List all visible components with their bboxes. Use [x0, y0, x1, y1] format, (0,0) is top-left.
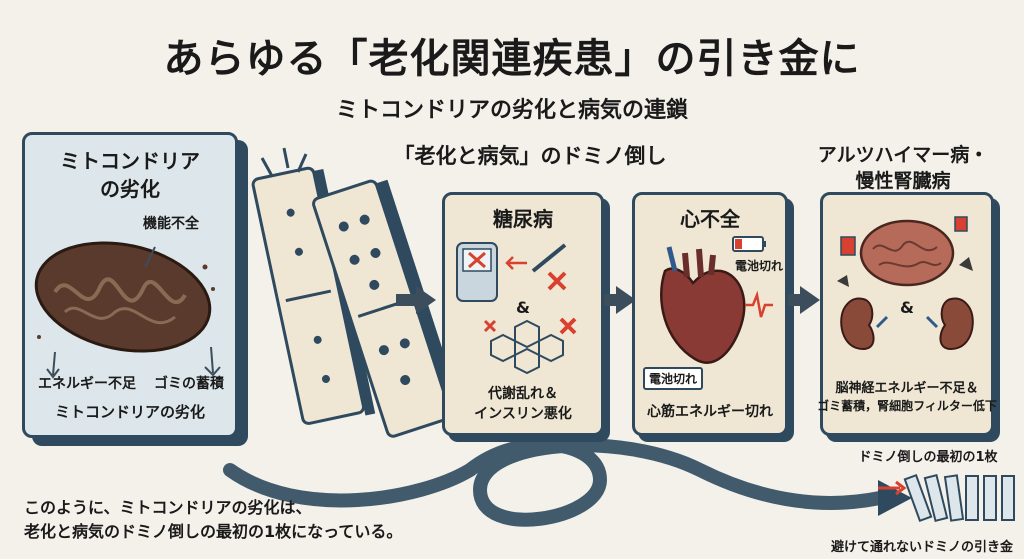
- diabetes-card: 糖尿病 & 代謝乱れ＆ インスリン悪化: [442, 192, 604, 436]
- brain-kidney-icon: &: [837, 216, 974, 351]
- mitochondria-heading-1: ミトコンドリア: [60, 149, 200, 173]
- diabetes-caption-2: インスリン悪化: [474, 406, 572, 422]
- summary-line-2: 老化と病気のドミノ倒しの最初の1枚になっている。: [24, 522, 403, 541]
- falling-dominoes: [251, 147, 462, 438]
- arrow-head-2: [616, 286, 636, 314]
- heart-failure-card: 心不全 電池切れ 電池切れ 心筋エネルギー切れ: [632, 192, 788, 436]
- domino-title: 「老化と病気」のドミノ倒し: [393, 144, 667, 168]
- arrow-head-1: [416, 286, 436, 314]
- battery-label-bottom: 電池切れ: [643, 367, 704, 390]
- function-failure-label: 機能不全: [143, 216, 199, 232]
- mitochondria-card: ミトコンドリア の劣化 機能不全 エネルギー不足 ゴミの蓄積 ミトコンドリアの劣…: [22, 132, 238, 438]
- first-domino-label: ドミノ倒しの最初の1枚: [858, 450, 998, 465]
- energy-shortage-label: エネルギー不足: [38, 376, 136, 392]
- heart-heading: 心不全: [680, 207, 740, 231]
- brain-heading-1: アルツハイマー病・: [817, 144, 989, 166]
- brain-caption-2: ゴミ蓄積，腎細胞フィルター低下: [817, 399, 997, 413]
- waste-accumulation-label: ゴミの蓄積: [154, 376, 224, 392]
- alzheimer-kidney-card: & 脳神経エネルギー不足＆ ゴミ蓄積，腎細胞フィルター低下: [817, 192, 997, 436]
- arrow-shaft-3: [788, 294, 802, 306]
- unavoidable-trigger-label: 避けて通れないドミノの引き金: [830, 540, 1013, 555]
- arrow-shaft-2: [604, 294, 618, 306]
- heart-caption: 心筋エネルギー切れ: [647, 404, 773, 420]
- page-title: あらゆる「老化関連疾患」の引き金に: [163, 36, 861, 82]
- mitochondria-heading-2: の劣化: [100, 177, 160, 201]
- diabetes-heading: 糖尿病: [493, 207, 553, 231]
- arrow-head-3: [800, 286, 820, 314]
- diabetes-caption-1: 代謝乱れ＆: [488, 386, 558, 402]
- page-subtitle: ミトコンドリアの劣化と病気の連鎖: [335, 98, 688, 123]
- brain-heading-2: 慢性腎臓病: [855, 170, 951, 192]
- arrow-shaft-1: [396, 294, 418, 306]
- brain-caption-1: 脳神経エネルギー不足＆: [835, 381, 979, 396]
- glucose-meter-icon: &: [456, 242, 577, 375]
- diabetes-amp: &: [516, 298, 530, 317]
- small-domino-row: [878, 473, 1015, 523]
- brain-amp: &: [900, 298, 914, 317]
- battery-label-top: 電池切れ: [734, 259, 783, 273]
- heart-icon: [660, 236, 773, 364]
- mitochondria-degradation-label: ミトコンドリアの劣化: [54, 403, 205, 421]
- mitochondria-icon: [34, 241, 221, 379]
- summary-line-1: このように、ミトコンドリアの劣化は、: [24, 498, 312, 517]
